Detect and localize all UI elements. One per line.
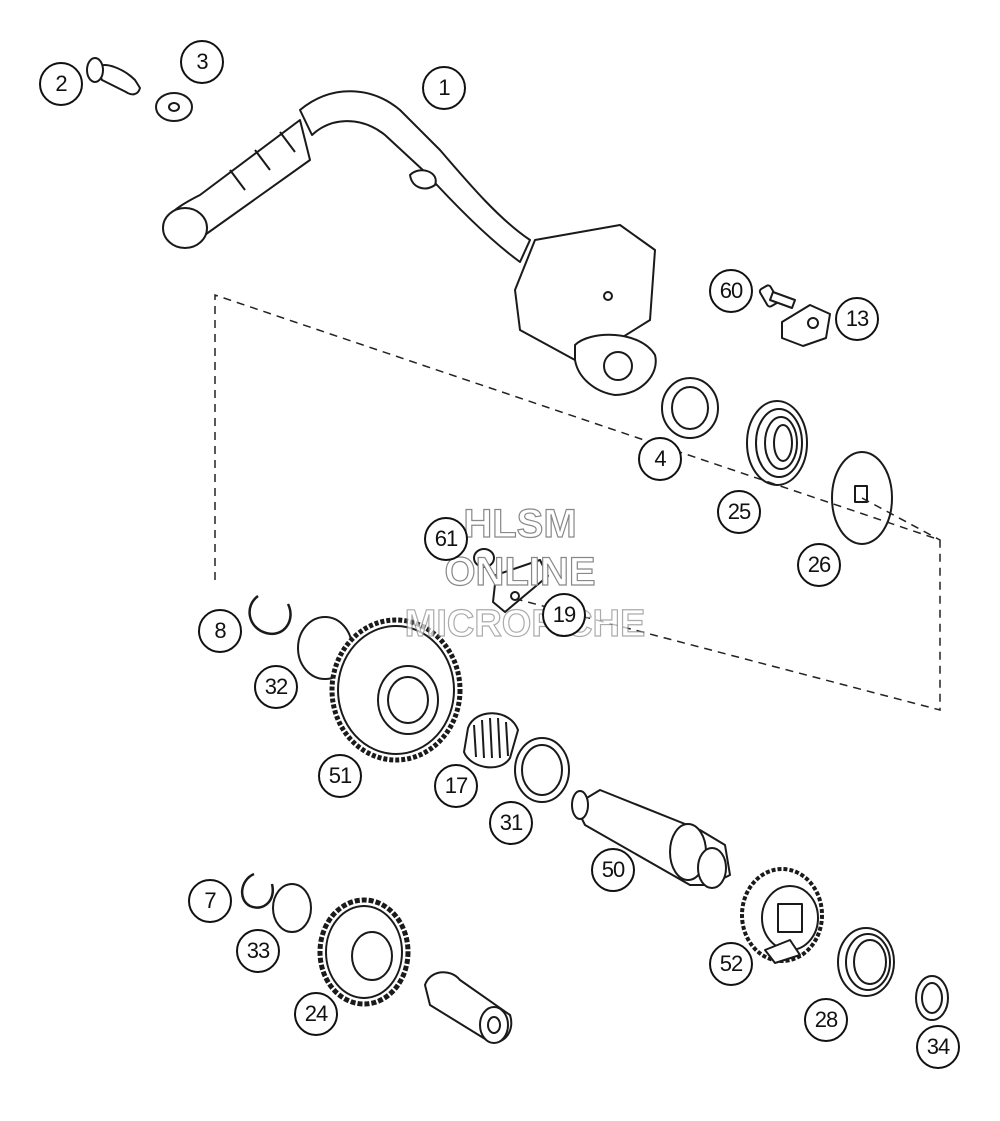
ratchet-spring-part bbox=[837, 927, 895, 997]
callout-4: 4 bbox=[638, 437, 682, 481]
watermark-line-2: ONLINE bbox=[444, 549, 596, 594]
ratchet-gear-part bbox=[740, 867, 824, 964]
callout-8: 8 bbox=[198, 609, 242, 653]
needle-bearing-part bbox=[463, 712, 519, 769]
kick-gear-part bbox=[329, 617, 463, 763]
watermark-line-3: MICROFICHE bbox=[404, 602, 646, 645]
idler-gear-part bbox=[317, 897, 411, 1007]
bushing-part bbox=[424, 971, 513, 1044]
kick-start-lever-part bbox=[162, 90, 657, 396]
callout-26: 26 bbox=[797, 543, 841, 587]
callout-28: 28 bbox=[804, 998, 848, 1042]
assembly-guide-lines bbox=[214, 293, 941, 711]
callout-13: 13 bbox=[835, 297, 879, 341]
screw-part bbox=[758, 284, 796, 309]
watermark-line-1: HLSM bbox=[463, 501, 578, 546]
callout-3: 3 bbox=[180, 40, 224, 84]
callout-50: 50 bbox=[591, 848, 635, 892]
callout-2: 2 bbox=[39, 62, 83, 106]
callout-25: 25 bbox=[717, 490, 761, 534]
callout-1: 1 bbox=[422, 66, 466, 110]
circlip-part bbox=[248, 594, 292, 636]
callout-7: 7 bbox=[188, 879, 232, 923]
clip-part bbox=[781, 304, 831, 347]
washer-part bbox=[272, 883, 312, 933]
callout-51: 51 bbox=[318, 754, 362, 798]
circlip-part bbox=[241, 872, 275, 909]
callout-31: 31 bbox=[489, 801, 533, 845]
callout-60: 60 bbox=[709, 269, 753, 313]
stop-plate-part bbox=[473, 548, 549, 613]
callout-24: 24 bbox=[294, 992, 338, 1036]
kick-spring-part bbox=[746, 400, 808, 486]
callout-52: 52 bbox=[709, 942, 753, 986]
pin-part bbox=[86, 57, 141, 96]
kick-shaft-part bbox=[571, 789, 731, 889]
callout-17: 17 bbox=[434, 764, 478, 808]
callout-34: 34 bbox=[916, 1025, 960, 1069]
callout-61: 61 bbox=[424, 517, 468, 561]
callout-32: 32 bbox=[254, 665, 298, 709]
callout-19: 19 bbox=[542, 593, 586, 637]
callout-33: 33 bbox=[236, 929, 280, 973]
